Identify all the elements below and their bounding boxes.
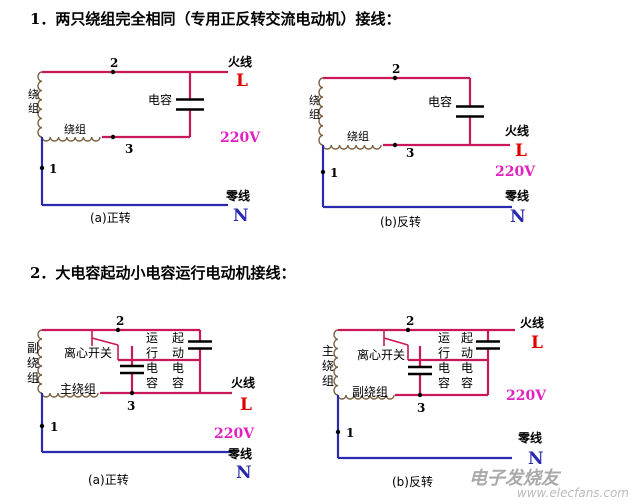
b2-start-capacitor-label: 电 [461,361,473,375]
a2-horizontal-coil [41,392,99,398]
a2-run-capacitor-label: 运 [146,331,158,345]
b2-vertical-coil [333,329,339,396]
a2-neutral-label: 零线 [227,446,252,461]
b1-voltage: 220V [495,164,536,180]
a2-node1-dot [39,423,45,429]
b2-neutral-label: 零线 [517,430,542,445]
b2-run-capacitor-label: 电 [438,361,450,375]
b2-live-letter: L [531,333,543,353]
b1-live-letter: L [515,141,527,161]
a1-node3-dot [110,134,116,140]
b2-caption: (b)反转 [392,474,433,489]
a2-node2-dot [115,327,121,333]
b1-neutral-letter: N [510,207,526,227]
a2-aux-winding-label: 组 [27,371,39,385]
b1-neutral-label: 零线 [504,188,529,203]
a2-start-capacitor-label: 容 [172,375,184,390]
a2-run-capacitor-label: 容 [146,375,158,390]
b2-node3-dot [417,392,423,398]
a2-node3: 3 [127,399,135,413]
b2-switch-label: 离心开关 [357,347,405,362]
a2-node2: 2 [116,314,124,328]
b1-vertical-coil [318,77,324,146]
b1-horizontal-coil [322,144,382,150]
section1-heading: 1．两只绕组完全相同（专用正反转交流电动机）接线： [30,10,401,28]
b2-run-capacitor-label: 行 [438,346,450,360]
b2-main-winding-label: 绕 [322,359,334,373]
b2-voltage: 220V [506,388,547,404]
a2-switch [91,330,119,360]
a1-winding-vertical-label: 组 [28,101,39,115]
b1-node1: 1 [330,166,338,180]
a1-live-label: 火线 [228,54,252,69]
a1-winding-label: 绕组 [64,122,86,136]
a1-node3: 3 [125,142,133,156]
a1-node1-dot [39,165,45,171]
b1-node2-dot [392,75,398,81]
a2-aux-winding-label: 副 [27,341,39,355]
b2-run-capacitor-label: 运 [438,331,450,345]
b2-node1: 1 [346,426,354,440]
a2-caption: (a)正转 [88,472,129,487]
b1-node1-dot [320,169,326,175]
a2-node3-dot [129,390,135,396]
a2-start-capacitor-label: 动 [172,346,184,360]
a1-capacitor-label: 电容 [148,92,172,107]
b2-node2-dot [405,327,411,333]
a1-neutral-label: 零线 [225,188,250,203]
a1-winding-vertical-label: 绕 [28,88,39,101]
b1-winding-label: 绕组 [347,129,369,143]
a2-live-letter: L [240,395,252,415]
b2-run-capacitor-label: 容 [438,375,450,390]
watermark-logo: 电子发烧友 [469,468,559,489]
b2-node3: 3 [417,401,425,415]
a2-node1: 1 [50,420,58,434]
b2-node1-dot [335,429,341,435]
b2-main-winding-label: 组 [322,374,334,388]
b1-winding-vertical-label: 绕 [309,94,320,107]
a2-neutral-letter: N [236,463,252,483]
b1-winding-vertical-label: 组 [309,107,320,121]
b2-neutral-letter: N [528,449,544,469]
b2-horizontal-coil [337,394,395,400]
a1-neutral-letter: N [233,206,249,226]
a1-caption: (a)正转 [90,210,131,225]
b2-aux-winding-label: 副绕组 [352,385,388,399]
a2-aux-winding-label: 绕 [27,356,39,370]
a1-voltage: 220V [220,130,261,146]
a1-node2-dot [110,69,116,75]
b1-caption: (b)反转 [380,214,421,229]
b2-node2: 2 [406,314,414,328]
b1-capacitor-label: 电容 [428,94,452,109]
a2-vertical-coil [37,329,43,394]
a2-run-capacitor-label: 电 [146,361,158,375]
a2-start-capacitor-label: 电 [172,361,184,375]
b2-start-capacitor-label: 起 [461,331,473,345]
b2-live-label: 火线 [520,315,544,330]
section2-heading: 2．大电容起动小电容运行电动机接线： [30,264,296,282]
a2-switch-label: 离心开关 [64,345,112,360]
a2-start-capacitor-label: 起 [172,331,184,345]
b1-node3-dot [392,142,398,148]
watermark-url: www.elecfans.com [516,486,629,500]
a1-node2: 2 [110,56,118,70]
a1-vertical-coil [37,71,43,138]
a2-voltage: 220V [214,426,255,442]
a2-main-winding-label: 主绕组 [60,382,96,396]
b2-switch [383,330,409,360]
a2-run-capacitor-label: 行 [146,346,158,360]
b1-node2: 2 [392,62,400,76]
a1-live-letter: L [236,71,248,91]
a2-live-label: 火线 [231,375,255,390]
b2-start-capacitor-label: 动 [461,346,473,360]
b2-main-winding-label: 主 [322,344,334,358]
b1-node3: 3 [406,146,414,160]
a1-horizontal-coil [41,136,101,142]
a1-node1: 1 [49,162,57,176]
b1-live-label: 火线 [505,123,529,138]
b2-start-capacitor-label: 容 [461,375,473,390]
